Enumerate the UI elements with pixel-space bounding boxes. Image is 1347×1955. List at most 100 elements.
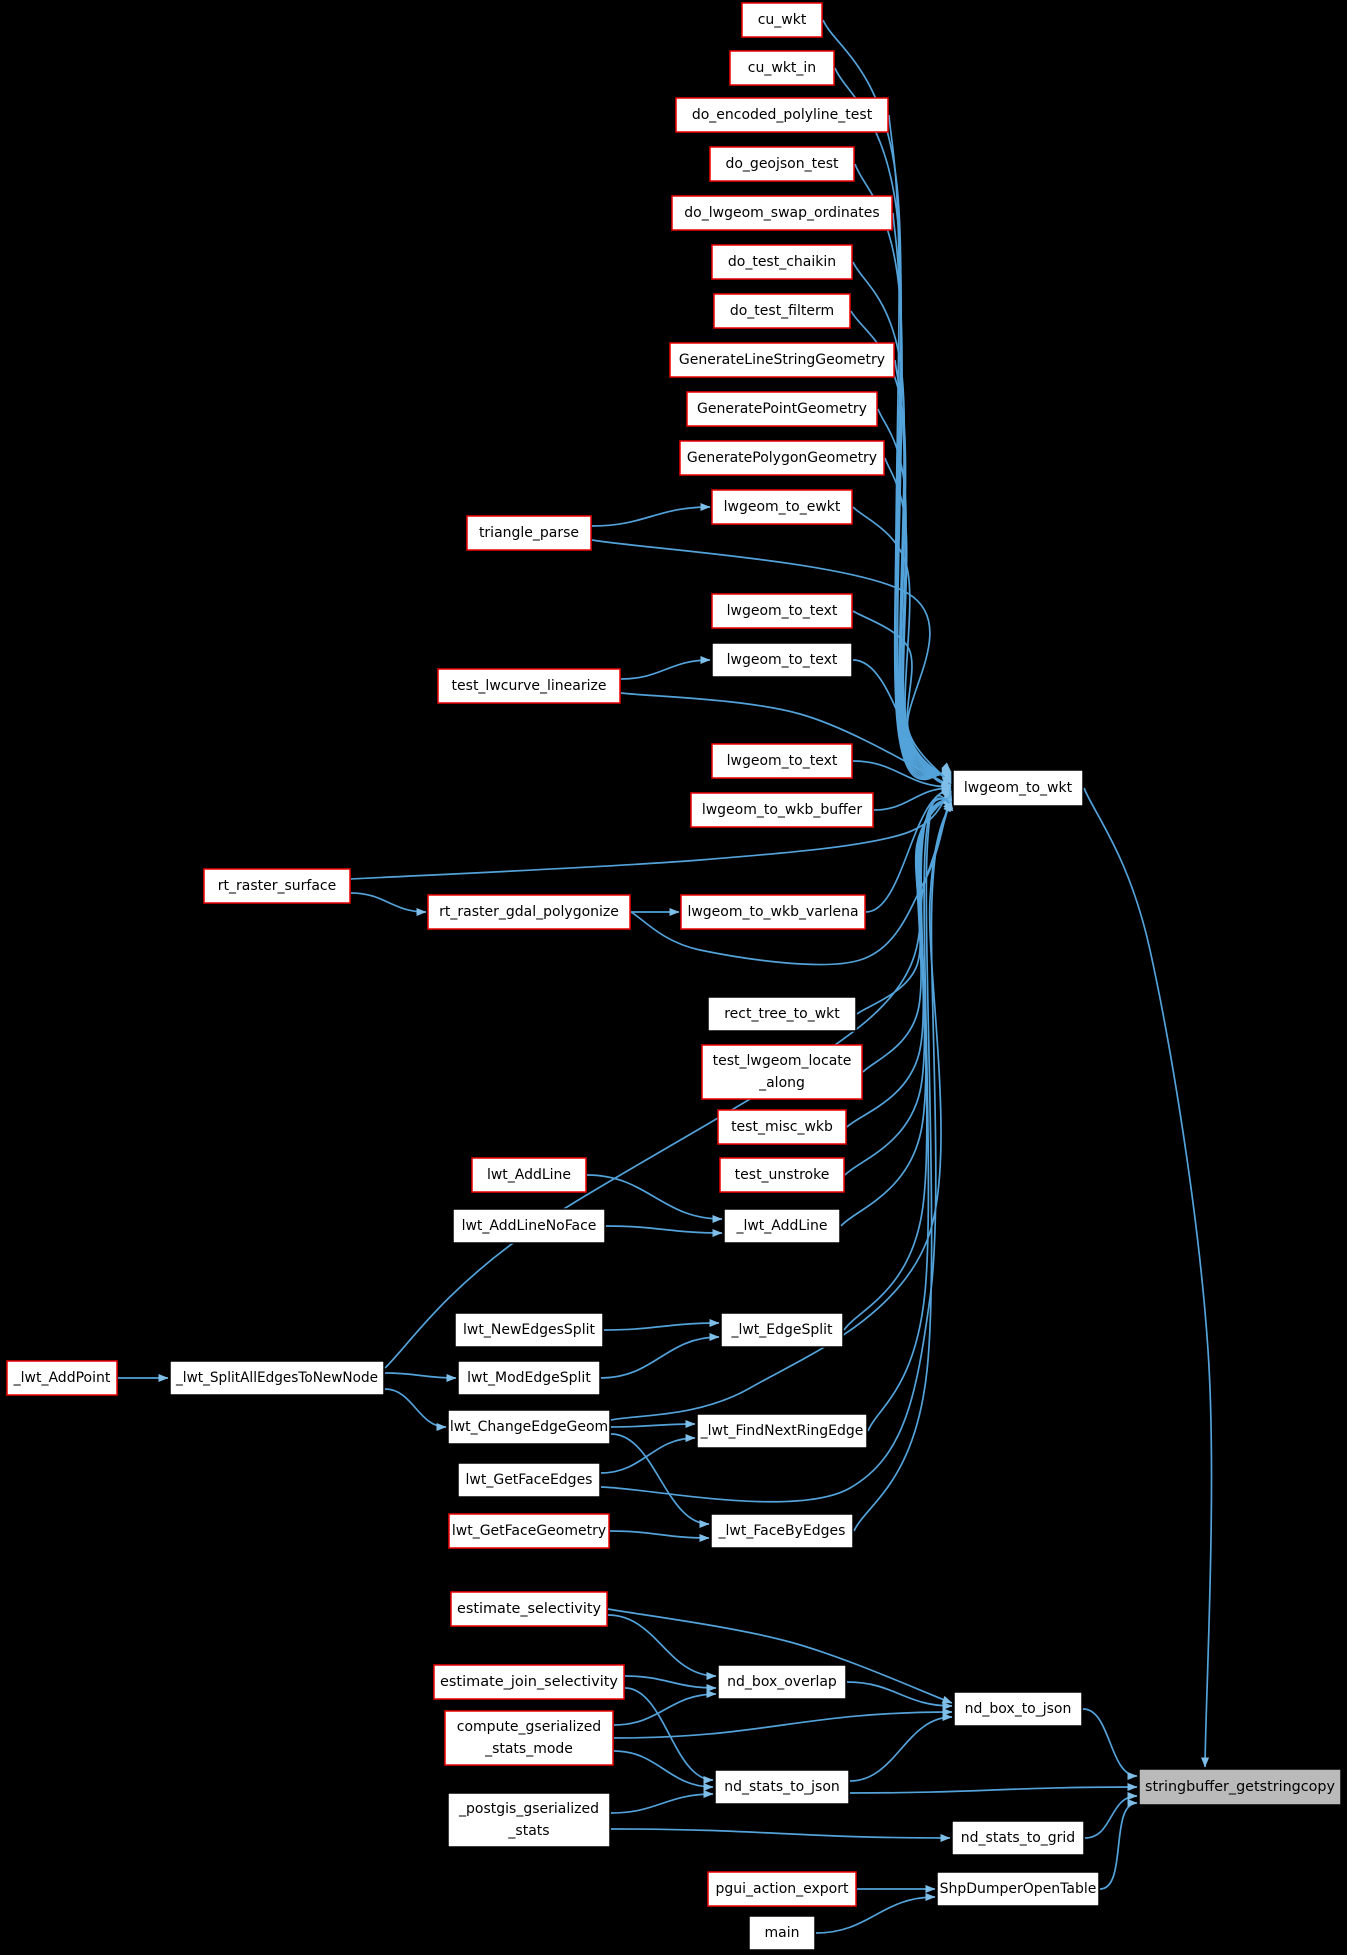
node-lwgeom_to_wkb_varlena[interactable]: lwgeom_to_wkb_varlena	[680, 894, 866, 930]
node-box-triangle_parse[interactable]	[466, 515, 592, 551]
node-estimate_join_selectivity[interactable]: estimate_join_selectivity	[433, 1664, 625, 1700]
node-rt_raster_gdal_polygonize[interactable]: rt_raster_gdal_polygonize	[427, 894, 631, 930]
node-box-nd_stats_to_grid[interactable]	[951, 1820, 1085, 1856]
node-box-main[interactable]	[748, 1915, 816, 1951]
node-_lwt_FaceByEdges[interactable]: _lwt_FaceByEdges	[710, 1513, 854, 1549]
node-box-lwgeom_to_ewkt[interactable]	[711, 489, 853, 525]
node-box-_lwt_AddPoint[interactable]	[6, 1360, 118, 1396]
node-box-lwgeom_to_wkb_buffer[interactable]	[690, 792, 874, 828]
node-lwt_NewEdgesSplit[interactable]: lwt_NewEdgesSplit	[454, 1312, 604, 1348]
node-ShpDumperOpenTable[interactable]: ShpDumperOpenTable	[936, 1871, 1100, 1907]
node-box-rect_tree_to_wkt[interactable]	[707, 996, 857, 1032]
node-box-ShpDumperOpenTable[interactable]	[936, 1871, 1100, 1907]
node-box-estimate_join_selectivity[interactable]	[433, 1664, 625, 1700]
node-rt_raster_surface[interactable]: rt_raster_surface	[203, 868, 351, 904]
node-box-GeneratePolygonGeometry[interactable]	[679, 440, 885, 476]
node-lwt_AddLine[interactable]: lwt_AddLine	[471, 1157, 587, 1193]
node-_lwt_FindNextRingEdge[interactable]: _lwt_FindNextRingEdge	[696, 1413, 868, 1449]
node-box-pgui_action_export[interactable]	[707, 1871, 857, 1907]
node-GenerateLineStringGeometry[interactable]: GenerateLineStringGeometry	[669, 342, 895, 378]
node-box-lwgeom_to_wkt[interactable]	[952, 769, 1084, 807]
node-box-test_lwgeom_locate_along[interactable]	[701, 1044, 863, 1100]
node-lwt_GetFaceGeometry[interactable]: lwt_GetFaceGeometry	[448, 1513, 610, 1549]
node-box-do_test_chaikin[interactable]	[711, 244, 853, 280]
node-test_unstroke[interactable]: test_unstroke	[719, 1157, 845, 1193]
edge-_postgis_gserialized_stats-nd_stats_to_json	[610, 1790, 714, 1814]
node-lwgeom_to_wkb_buffer[interactable]: lwgeom_to_wkb_buffer	[690, 792, 874, 828]
node-box-GenerateLineStringGeometry[interactable]	[669, 342, 895, 378]
node-do_test_chaikin[interactable]: do_test_chaikin	[711, 244, 853, 280]
node-box-lwgeom_to_text_3[interactable]	[711, 743, 853, 779]
node-_lwt_AddPoint[interactable]: _lwt_AddPoint	[6, 1360, 118, 1396]
node-box-lwt_ChangeEdgeGeom[interactable]	[447, 1409, 611, 1445]
node-main[interactable]: main	[748, 1915, 816, 1951]
node-do_encoded_polyline_test[interactable]: do_encoded_polyline_test	[675, 97, 889, 133]
node-test_misc_wkb[interactable]: test_misc_wkb	[717, 1109, 847, 1145]
node-cu_wkt[interactable]: cu_wkt	[741, 2, 823, 38]
node-nd_box_to_json[interactable]: nd_box_to_json	[953, 1691, 1083, 1727]
node-lwgeom_to_text_3[interactable]: lwgeom_to_text	[711, 743, 853, 779]
node-box-GeneratePointGeometry[interactable]	[686, 391, 878, 427]
node-box-_lwt_AddLine[interactable]	[723, 1208, 841, 1244]
node-GeneratePolygonGeometry[interactable]: GeneratePolygonGeometry	[679, 440, 885, 476]
node-lwt_AddLineNoFace[interactable]: lwt_AddLineNoFace	[452, 1208, 606, 1244]
node-compute_gserialized_stats_mode[interactable]: compute_gserialized_stats_mode	[444, 1710, 614, 1766]
node-lwt_ChangeEdgeGeom[interactable]: lwt_ChangeEdgeGeom	[447, 1409, 611, 1445]
node-box-nd_stats_to_json[interactable]	[714, 1769, 850, 1805]
node-_postgis_gserialized_stats[interactable]: _postgis_gserialized_stats	[447, 1792, 611, 1848]
node-box-test_lwcurve_linearize[interactable]	[437, 668, 621, 704]
node-box-lwt_ModEdgeSplit[interactable]	[457, 1360, 601, 1396]
node-box-do_geojson_test[interactable]	[709, 146, 855, 182]
node-box-_lwt_SplitAllEdgesToNewNode[interactable]	[169, 1360, 385, 1396]
node-box-compute_gserialized_stats_mode[interactable]	[444, 1710, 614, 1766]
node-box-lwgeom_to_text_2[interactable]	[711, 642, 853, 678]
node-lwgeom_to_ewkt[interactable]: lwgeom_to_ewkt	[711, 489, 853, 525]
node-box-nd_box_to_json[interactable]	[953, 1691, 1083, 1727]
node-box-lwt_AddLine[interactable]	[471, 1157, 587, 1193]
node-box-lwt_GetFaceEdges[interactable]	[457, 1462, 601, 1498]
node-GeneratePointGeometry[interactable]: GeneratePointGeometry	[686, 391, 878, 427]
node-box-_lwt_FindNextRingEdge[interactable]	[696, 1413, 868, 1449]
node-_lwt_EdgeSplit[interactable]: _lwt_EdgeSplit	[720, 1312, 844, 1348]
node-do_lwgeom_swap_ordinates[interactable]: do_lwgeom_swap_ordinates	[671, 195, 893, 231]
node-nd_stats_to_grid[interactable]: nd_stats_to_grid	[951, 1820, 1085, 1856]
node-pgui_action_export[interactable]: pgui_action_export	[707, 1871, 857, 1907]
node-cu_wkt_in[interactable]: cu_wkt_in	[729, 50, 835, 86]
node-box-rt_raster_gdal_polygonize[interactable]	[427, 894, 631, 930]
node-lwt_GetFaceEdges[interactable]: lwt_GetFaceEdges	[457, 1462, 601, 1498]
node-box-test_unstroke[interactable]	[719, 1157, 845, 1193]
node-box-do_lwgeom_swap_ordinates[interactable]	[671, 195, 893, 231]
node-box-estimate_selectivity[interactable]	[450, 1591, 608, 1627]
node-rect_tree_to_wkt[interactable]: rect_tree_to_wkt	[707, 996, 857, 1032]
node-estimate_selectivity[interactable]: estimate_selectivity	[450, 1591, 608, 1627]
node-nd_stats_to_json[interactable]: nd_stats_to_json	[714, 1769, 850, 1805]
node-box-lwt_GetFaceGeometry[interactable]	[448, 1513, 610, 1549]
node-test_lwcurve_linearize[interactable]: test_lwcurve_linearize	[437, 668, 621, 704]
node-box-lwt_NewEdgesSplit[interactable]	[454, 1312, 604, 1348]
node-nd_box_overlap[interactable]: nd_box_overlap	[717, 1664, 847, 1700]
node-lwt_ModEdgeSplit[interactable]: lwt_ModEdgeSplit	[457, 1360, 601, 1396]
node-do_test_filterm[interactable]: do_test_filterm	[713, 293, 851, 329]
node-box-_lwt_FaceByEdges[interactable]	[710, 1513, 854, 1549]
node-box-rt_raster_surface[interactable]	[203, 868, 351, 904]
edge-lwgeom_to_wkb_buffer-lwgeom_to_wkt	[873, 784, 952, 811]
node-box-_postgis_gserialized_stats[interactable]	[447, 1792, 611, 1848]
node-lwgeom_to_text_2[interactable]: lwgeom_to_text	[711, 642, 853, 678]
node-lwgeom_to_text_1[interactable]: lwgeom_to_text	[711, 593, 853, 629]
node-box-lwt_AddLineNoFace[interactable]	[452, 1208, 606, 1244]
node-box-cu_wkt[interactable]	[741, 2, 823, 38]
node-do_geojson_test[interactable]: do_geojson_test	[709, 146, 855, 182]
node-box-lwgeom_to_text_1[interactable]	[711, 593, 853, 629]
node-box-test_misc_wkb[interactable]	[717, 1109, 847, 1145]
node-_lwt_SplitAllEdgesToNewNode[interactable]: _lwt_SplitAllEdgesToNewNode	[169, 1360, 385, 1396]
node-triangle_parse[interactable]: triangle_parse	[466, 515, 592, 551]
node-box-_lwt_EdgeSplit[interactable]	[720, 1312, 844, 1348]
node-box-nd_box_overlap[interactable]	[717, 1664, 847, 1700]
node-lwgeom_to_wkt[interactable]: lwgeom_to_wkt	[952, 769, 1084, 807]
node-box-do_encoded_polyline_test[interactable]	[675, 97, 889, 133]
node-box-do_test_filterm[interactable]	[713, 293, 851, 329]
node-box-lwgeom_to_wkb_varlena[interactable]	[680, 894, 866, 930]
node-test_lwgeom_locate_along[interactable]: test_lwgeom_locate_along	[701, 1044, 863, 1100]
node-_lwt_AddLine[interactable]: _lwt_AddLine	[723, 1208, 841, 1244]
node-box-cu_wkt_in[interactable]	[729, 50, 835, 86]
